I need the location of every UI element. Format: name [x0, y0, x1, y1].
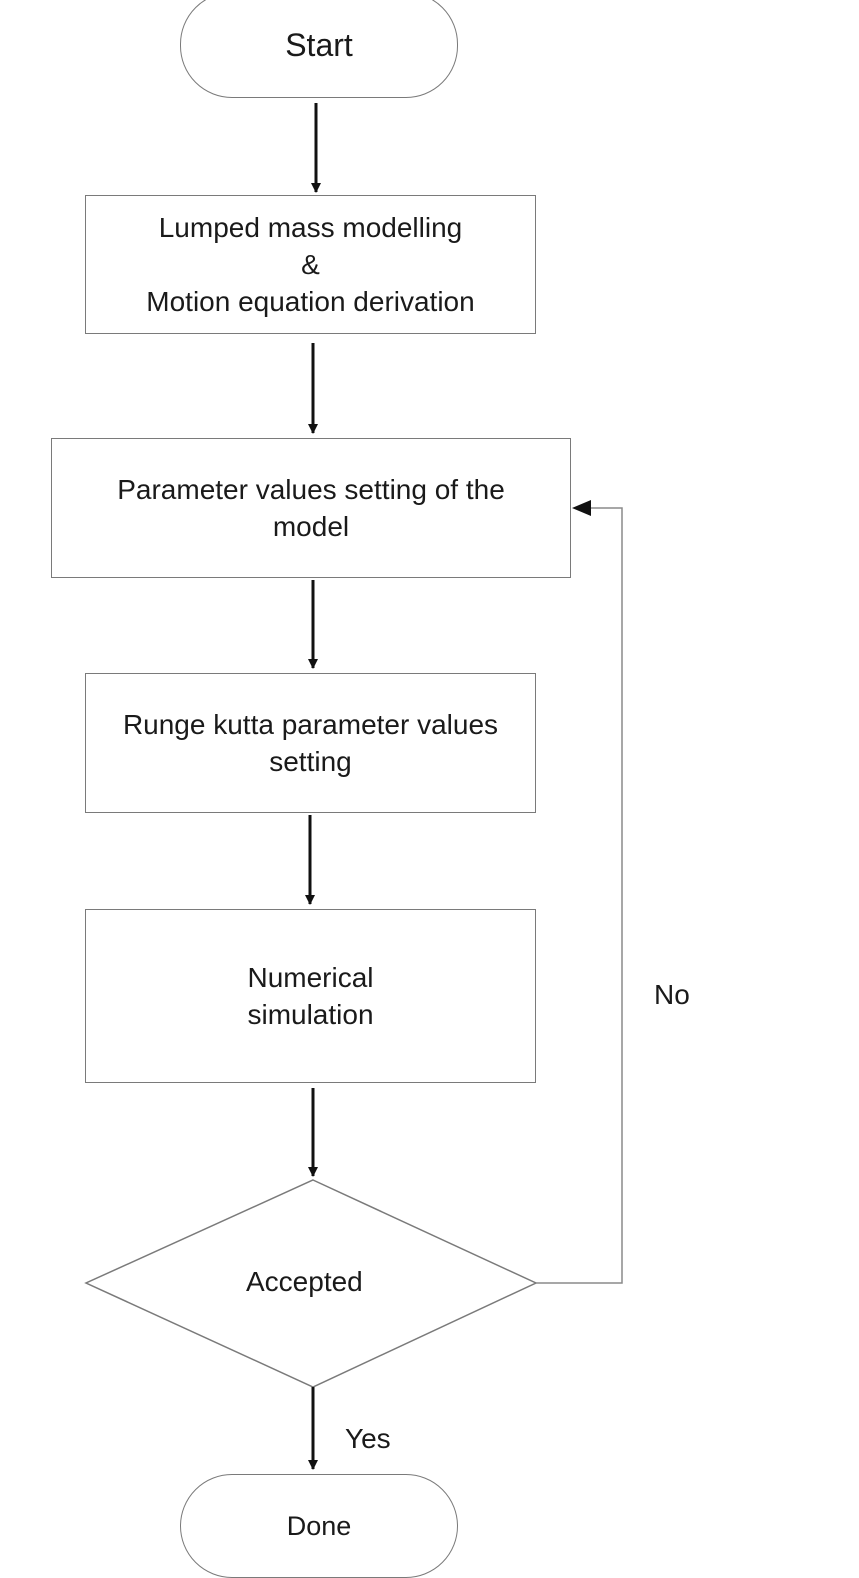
- simulation-process-box: Numerical simulation: [85, 909, 536, 1083]
- simulation-line-2: simulation: [247, 999, 374, 1030]
- feedback-loop-line: [536, 507, 623, 1284]
- start-terminal: Start: [180, 0, 458, 98]
- parameter-setting-line-1: Parameter values setting of the: [117, 474, 505, 505]
- feedback-arrowhead: [572, 500, 591, 516]
- modelling-process-box: Lumped mass modelling & Motion equation …: [85, 195, 536, 334]
- yes-edge-label: Yes: [345, 1423, 391, 1454]
- no-edge-label: No: [654, 979, 690, 1010]
- modelling-line-3: Motion equation derivation: [146, 286, 475, 317]
- runge-kutta-line-1: Runge kutta parameter values: [122, 709, 499, 740]
- modelling-line-1: Lumped mass modelling: [158, 212, 463, 243]
- decision-label: Accepted: [246, 1266, 363, 1297]
- simulation-line-1: Numerical: [247, 962, 374, 993]
- parameter-setting-line-2: model: [272, 511, 350, 542]
- done-label: Done: [286, 1511, 352, 1541]
- parameter-setting-process-box: Parameter values setting of the model: [51, 438, 571, 578]
- done-terminal: Done: [180, 1474, 458, 1578]
- runge-kutta-line-2: setting: [269, 746, 352, 777]
- modelling-line-2: &: [301, 249, 320, 280]
- runge-kutta-process-box: Runge kutta parameter values setting: [85, 673, 536, 813]
- start-label: Start: [285, 27, 353, 63]
